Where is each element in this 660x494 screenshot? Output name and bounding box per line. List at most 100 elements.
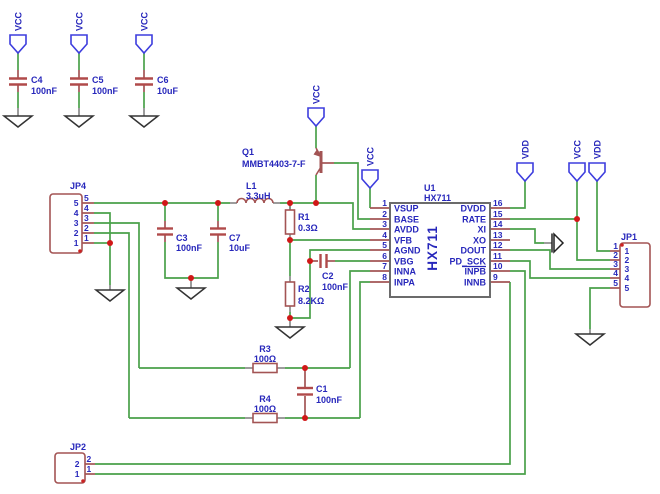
wire[interactable] — [349, 270, 370, 368]
junction-dot — [307, 258, 313, 264]
junction-dot — [188, 275, 194, 281]
wire[interactable] — [95, 270, 526, 475]
wire[interactable] — [589, 287, 610, 329]
power-flag-vcc-c6[interactable]: VCC — [135, 11, 153, 55]
resistor-r3[interactable]: R3 100Ω — [245, 344, 285, 374]
pin-number: 2 — [382, 209, 387, 219]
ground-icon[interactable] — [93, 289, 127, 302]
vdd-flag-icon[interactable] — [516, 162, 534, 183]
ground-icon[interactable] — [174, 287, 208, 300]
ground-symbol[interactable] — [174, 278, 208, 300]
vdd-label: VDD — [593, 139, 603, 159]
wire[interactable] — [596, 181, 610, 252]
capacitor-c3[interactable]: C3 100nF — [157, 221, 203, 253]
connector-jp1[interactable]: JP1 1 2 3 4 5 1 2 3 4 5 — [610, 232, 651, 308]
ground-symbol[interactable] — [573, 329, 607, 346]
pin-number: 1 — [74, 238, 79, 248]
wire[interactable] — [290, 249, 370, 319]
vcc-flag-icon[interactable] — [9, 34, 27, 55]
ground-icon[interactable] — [127, 115, 161, 128]
junction-dot — [302, 415, 308, 421]
part-ref: C5 — [92, 75, 104, 85]
inductor-l1[interactable]: L1 3.3uH — [230, 181, 280, 204]
wire[interactable] — [576, 181, 610, 261]
power-flag-vcc-q1[interactable]: VCC — [307, 84, 325, 128]
part-origin-dot — [81, 479, 85, 483]
connector-jp2[interactable]: JP2 2 1 2 1 — [54, 442, 95, 484]
ground-symbol[interactable] — [93, 285, 127, 302]
pin-name: INNA — [394, 267, 416, 277]
part-ref: L1 — [246, 181, 257, 191]
vcc-flag-icon[interactable] — [70, 34, 88, 55]
vcc-flag-icon[interactable] — [307, 107, 325, 128]
capacitor-c4[interactable]: C4 100nF — [9, 70, 58, 96]
junction-dot — [287, 200, 293, 206]
wire[interactable] — [334, 162, 370, 220]
wire[interactable] — [94, 212, 111, 285]
power-flag-vcc-c5[interactable]: VCC — [70, 11, 88, 55]
pin-number: 6 — [382, 251, 387, 261]
arrow-icon — [553, 232, 565, 254]
ground-symbol[interactable] — [62, 108, 96, 128]
transistor-q1[interactable]: Q1 MMBT4403-7-F — [242, 147, 334, 176]
testpoint-arrow[interactable] — [544, 232, 565, 254]
part-value: 100nF — [322, 282, 349, 292]
vcc-flag-icon[interactable] — [135, 34, 153, 55]
power-flag-vcc-c4[interactable]: VCC — [9, 11, 27, 55]
pin-name: AGND — [394, 246, 421, 256]
resistor-r1[interactable]: R1 0.3Ω — [284, 203, 318, 240]
pin-name: INPA — [394, 278, 415, 288]
ground-icon[interactable] — [573, 333, 607, 346]
wire[interactable] — [510, 181, 526, 209]
wire[interactable] — [510, 228, 544, 244]
wire[interactable] — [359, 281, 370, 418]
pin-name: RATE — [462, 215, 486, 225]
ground-symbol[interactable] — [1, 108, 35, 128]
wire[interactable] — [510, 260, 610, 279]
junction-dot — [302, 365, 308, 371]
part-value: 0.3Ω — [298, 223, 318, 233]
pin-name: INPB — [464, 267, 486, 277]
power-flag-vdd-dvdd[interactable]: VDD — [516, 139, 534, 183]
pin-number: 4 — [382, 230, 387, 240]
ic-pin-stubs — [370, 207, 510, 283]
capacitor-c5[interactable]: C5 100nF — [70, 70, 119, 96]
wires[interactable] — [17, 53, 610, 475]
vdd-flag-icon[interactable] — [588, 162, 606, 183]
pad-number: 2 — [87, 454, 92, 464]
pad-number: 2 — [84, 223, 89, 233]
connector-jp4[interactable]: JP4 5 4 3 2 1 5 4 3 2 1 — [49, 181, 94, 254]
capacitor-c1[interactable]: C1 100nF — [297, 368, 343, 418]
capacitor-c7[interactable]: C7 10uF — [210, 221, 251, 253]
ground-symbol[interactable] — [127, 108, 161, 128]
power-flag-vcc-vsup[interactable]: VCC — [361, 146, 379, 190]
pin-name: VBG — [394, 257, 414, 267]
ground-icon[interactable] — [1, 115, 35, 128]
vcc-flag-icon[interactable] — [568, 162, 586, 183]
pin-number: 3 — [382, 219, 387, 229]
ground-icon[interactable] — [62, 115, 96, 128]
capacitor-c6[interactable]: C6 10uF — [135, 70, 179, 96]
pin-number: 16 — [493, 198, 503, 208]
power-flag-vdd-jp1[interactable]: VDD — [588, 139, 606, 183]
vdd-label: VDD — [521, 139, 531, 159]
ground-icon[interactable] — [273, 326, 307, 339]
wire[interactable] — [510, 249, 610, 270]
pad-number: 5 — [613, 278, 618, 288]
pad-number: 1 — [87, 464, 92, 474]
part-ref: R2 — [298, 284, 310, 294]
wire[interactable] — [94, 232, 130, 418]
ic-u1-hx711[interactable]: U1 HX711 HX711 1 2 3 4 5 6 7 8 VSUP BASE… — [370, 183, 510, 298]
resistor-r2[interactable]: R2 8.2KΩ — [284, 276, 325, 312]
part-value: 100nF — [316, 395, 343, 405]
vcc-flag-icon[interactable] — [361, 169, 379, 190]
power-flag-vcc-jp1[interactable]: VCC — [568, 139, 586, 183]
part-ref: R4 — [259, 394, 271, 404]
resistor-r4[interactable]: R4 100Ω — [245, 394, 285, 424]
part-origin-dot — [78, 249, 82, 253]
part-ref: Q1 — [242, 147, 254, 157]
wire[interactable] — [94, 222, 140, 368]
wire[interactable] — [95, 282, 511, 465]
capacitor-c2[interactable]: C2 100nF — [310, 254, 349, 292]
